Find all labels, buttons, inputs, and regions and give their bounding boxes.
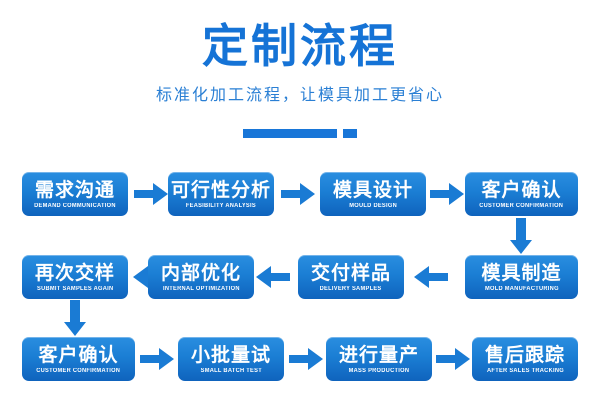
- arrow-right-icon: [281, 183, 315, 205]
- flow-node-label-cn: 模具制造: [481, 261, 562, 284]
- flow-node-small-batch-test[interactable]: 小批量试 SMALL BATCH TEST: [178, 337, 284, 381]
- flow-node-label-cn: 客户确认: [481, 178, 562, 201]
- arrow-down-icon: [510, 218, 532, 254]
- arrow-down-icon: [64, 300, 86, 336]
- flow-node-label-cn: 交付样品: [310, 261, 391, 284]
- flow-node-label-en: MOULD DESIGN: [349, 202, 397, 209]
- divider-dot-icon: [343, 128, 357, 138]
- page-title: 定制流程: [202, 19, 398, 73]
- flow-node-label-en: MASS PRODUCTION: [348, 367, 410, 374]
- flow-node-customer-confirmation-2[interactable]: 客户确认 CUSTOMER CONFIRMATION: [22, 337, 135, 381]
- flow-node-label-en: SMALL BATCH TEST: [200, 367, 262, 374]
- divider-bar-icon: [243, 128, 337, 138]
- flow-node-after-sales-tracking[interactable]: 售后跟踪 AFTER SALES TRACKING: [472, 337, 578, 381]
- flow-node-label-en: DELIVERY SAMPLES: [320, 285, 382, 292]
- page-subtitle: 标准化加工流程，让模具加工更省心: [155, 85, 444, 104]
- flow-node-label-en: CUSTOMER CONFIRMATION: [479, 202, 564, 209]
- flow-row-2: 再次交样 SUBMIT SAMPLES AGAIN 内部优化 INTERNAL …: [0, 255, 600, 299]
- header: 定制流程 标准化加工流程，让模具加工更省心: [0, 0, 600, 150]
- arrow-left-icon: [414, 266, 448, 288]
- arrow-right-icon: [430, 183, 464, 205]
- arrow-right-icon: [436, 348, 470, 370]
- flow-node-mass-production[interactable]: 进行量产 MASS PRODUCTION: [326, 337, 432, 381]
- flow-node-label-en: DEMAND COMMUNICATION: [34, 202, 116, 209]
- flow-node-label-cn: 需求沟通: [34, 178, 115, 201]
- arrow-right-icon: [140, 348, 174, 370]
- flow-node-demand-communication[interactable]: 需求沟通 DEMAND COMMUNICATION: [22, 172, 128, 216]
- arrow-right-icon: [289, 348, 323, 370]
- flow-node-label-cn: 售后跟踪: [484, 343, 565, 366]
- flow-node-label-en: MOLD MANUFACTURING: [484, 285, 559, 292]
- flow-node-label-cn: 模具设计: [332, 178, 413, 201]
- flow-node-customer-confirmation[interactable]: 客户确认 CUSTOMER CONFIRMATION: [465, 172, 578, 216]
- flow-node-internal-optimization[interactable]: 内部优化 INTERNAL OPTIMIZATION: [148, 255, 254, 299]
- flow-node-label-cn: 进行量产: [338, 343, 419, 366]
- divider: [0, 128, 600, 138]
- flow-node-feasibility-analysis[interactable]: 可行性分析 FEASIBILITY ANALYSIS: [168, 172, 274, 216]
- flow-node-mould-design[interactable]: 模具设计 MOULD DESIGN: [320, 172, 426, 216]
- flow-node-label-en: SUBMIT SAMPLES AGAIN: [36, 285, 114, 292]
- flow-node-label-cn: 可行性分析: [170, 178, 271, 201]
- flow-node-label-cn: 再次交样: [34, 261, 115, 284]
- flow-node-mold-manufacturing[interactable]: 模具制造 MOLD MANUFACTURING: [465, 255, 578, 299]
- flow-node-label-en: INTERNAL OPTIMIZATION: [162, 285, 240, 292]
- flow-node-label-cn: 小批量试: [190, 343, 271, 366]
- arrow-left-icon: [256, 266, 290, 288]
- flow-node-label-en: FEASIBILITY ANALYSIS: [185, 202, 257, 209]
- flow-node-submit-samples-again[interactable]: 再次交样 SUBMIT SAMPLES AGAIN: [22, 255, 128, 299]
- flow-node-label-en: AFTER SALES TRACKING: [486, 367, 564, 374]
- flow-node-delivery-samples[interactable]: 交付样品 DELIVERY SAMPLES: [298, 255, 404, 299]
- arrow-right-icon: [134, 183, 168, 205]
- flow-row-3: 客户确认 CUSTOMER CONFIRMATION 小批量试 SMALL BA…: [0, 337, 600, 381]
- flow-node-label-en: CUSTOMER CONFIRMATION: [36, 367, 121, 374]
- flow-row-1: 需求沟通 DEMAND COMMUNICATION 可行性分析 FEASIBIL…: [0, 172, 600, 216]
- flow-node-label-cn: 内部优化: [160, 261, 241, 284]
- flow-node-label-cn: 客户确认: [38, 343, 119, 366]
